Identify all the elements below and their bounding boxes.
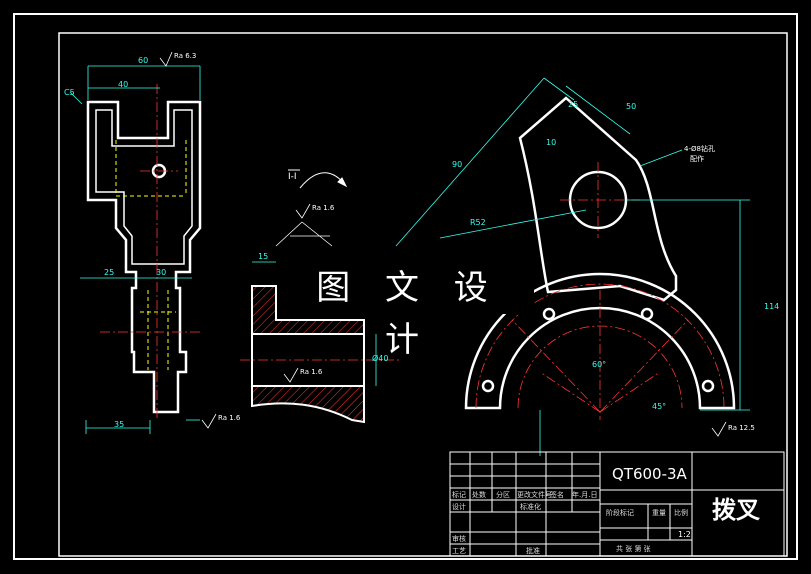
tb-approve: 批准 [526,547,540,555]
section-arrow [288,169,348,189]
roughness-ra63: Ra 6.3 [174,52,197,60]
dim-25: 25 [104,268,115,277]
tb-zone: 分区 [496,491,510,499]
stage-label: 阶段标记 [606,509,634,517]
dim-60deg: 60° [592,360,607,369]
material-label: QT600-3A [612,465,687,483]
fork-centerlines [475,162,725,420]
title-block [449,451,785,557]
scale-label: 比例 [674,509,688,517]
roughness-ra125: Ra 12.5 [728,424,755,432]
tb-mark: 标记 [452,491,466,499]
dim-top-width: 60 [138,56,149,65]
tb-review: 审核 [452,535,466,543]
tb-count: 处数 [472,491,486,499]
front-view-dims [69,65,201,434]
tb-process: 工艺 [452,547,466,555]
hole-note-1: 4-Ø8钻孔 [684,145,715,153]
dim-chamfer: C5 [64,88,75,97]
roughness-ra16-c: Ra 1.6 [300,368,323,376]
tb-design: 设计 [452,503,466,511]
hole-note-2: 配作 [690,155,704,163]
dim-114: 114 [764,302,780,311]
tb-date: 年.月.日 [572,491,598,499]
weight-label: 重量 [652,509,666,517]
dim-25r: 25 [568,100,579,109]
dim-15: 15 [258,252,269,261]
watermark: 图 文 设 计 [282,262,534,360]
dim-45deg: 45° [652,402,667,411]
roughness-ra16-b: Ra 1.6 [218,414,241,422]
dim-10: 10 [546,138,557,147]
front-view-centerlines [100,84,200,420]
scale-value: 1:2 [678,530,691,539]
dim-inner-width: 40 [118,80,129,89]
tb-change-doc: 更改文件号 [517,491,552,499]
front-view [86,100,202,414]
section-view [240,261,400,424]
dim-40: Ø40 [372,354,389,363]
dim-35: 35 [114,420,125,429]
dim-90: 90 [452,160,463,169]
dim-r52: R52 [470,218,486,227]
fork-dims [395,77,750,456]
dim-30: 30 [156,268,167,277]
outer-frame [13,13,798,560]
tb-sheets: 共 张 第 张 [616,545,651,553]
section-label: I-I [288,172,297,182]
roughness-symbols [159,51,727,437]
front-view-hidden [115,140,187,370]
tb-sign: 签名 [550,491,564,499]
roughness-ra16-a: Ra 1.6 [312,204,335,212]
part-name: 拨叉 [712,496,760,524]
leader-lines [275,221,333,247]
dim-50: 50 [626,102,637,111]
inner-frame [58,32,788,557]
tb-standard: 标准化 [520,503,541,511]
